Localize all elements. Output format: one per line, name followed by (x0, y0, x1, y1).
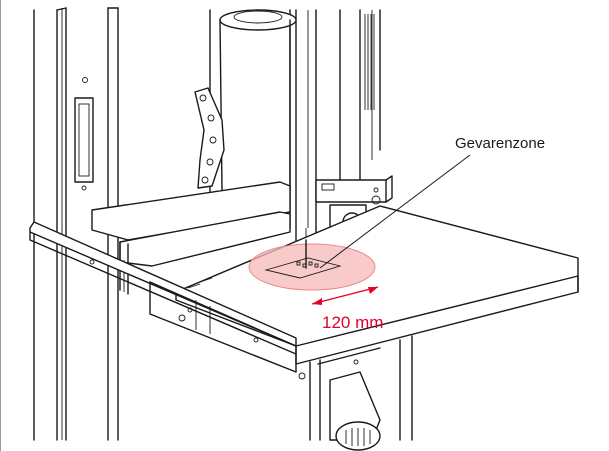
arrowhead-right-icon (368, 287, 378, 294)
callout: Gevarenzone (319, 135, 545, 269)
danger-zone (248, 239, 376, 291)
lower-body (309, 335, 413, 451)
rip-fence (91, 181, 291, 295)
table-extension (29, 221, 306, 380)
danger-zone-area (248, 243, 376, 291)
saw-table (175, 205, 579, 365)
arrowhead-left-icon (312, 298, 322, 305)
tension-lever (194, 87, 225, 189)
callout-label: Gevarenzone (455, 135, 545, 152)
callout-leader-line (319, 154, 471, 269)
cabinet-hole (82, 77, 88, 83)
dimension-line (311, 286, 379, 305)
cabinet-panel (74, 97, 94, 183)
upper-wheel (219, 9, 297, 191)
dimension-marker: 120 mm (311, 286, 383, 332)
dimension-label: 120 mm (322, 313, 383, 332)
